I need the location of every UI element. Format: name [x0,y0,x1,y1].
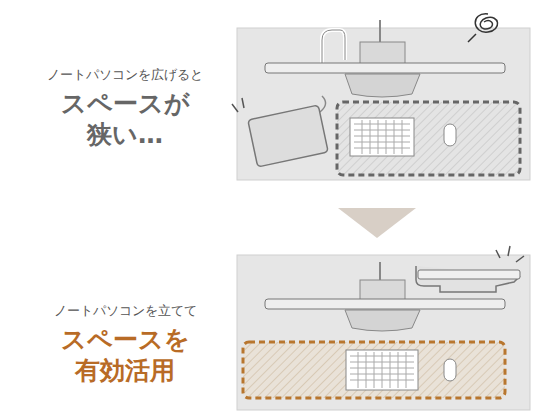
desk-bottom [237,255,530,410]
mouse [444,124,456,146]
cable-outline [322,30,345,66]
standing-laptop [418,270,520,279]
monitor-stand-neck [360,280,405,300]
shine-marks [496,246,524,262]
monitor-stand-neck [360,42,405,64]
monitor [265,63,505,73]
headline: スペースが 狭い… [45,88,205,150]
keyboard [350,118,414,156]
keyboard-keys [354,120,410,154]
desk-top [237,28,530,180]
intro-text: ノートパソコンを広げると [20,66,230,84]
intro-text: ノートパソコンを立てて [20,302,230,320]
monitor-stand-base [345,74,420,97]
dashed-area [337,102,520,175]
mouse [444,359,456,381]
cable [379,262,381,282]
laptop-stand [416,266,520,292]
down-arrow [338,208,416,238]
dashed-area [243,342,505,398]
frustration-scribble [468,14,498,42]
cable [322,30,345,66]
monitor [265,299,505,309]
laptop-cable [320,96,326,112]
keyboard-keys [350,352,414,388]
headline: スペースを 有効活用 [45,324,205,386]
cable [379,20,381,42]
monitor-stand-base [345,310,420,331]
shake-marks [232,98,244,112]
laptop [248,105,328,167]
keyboard [346,350,418,390]
